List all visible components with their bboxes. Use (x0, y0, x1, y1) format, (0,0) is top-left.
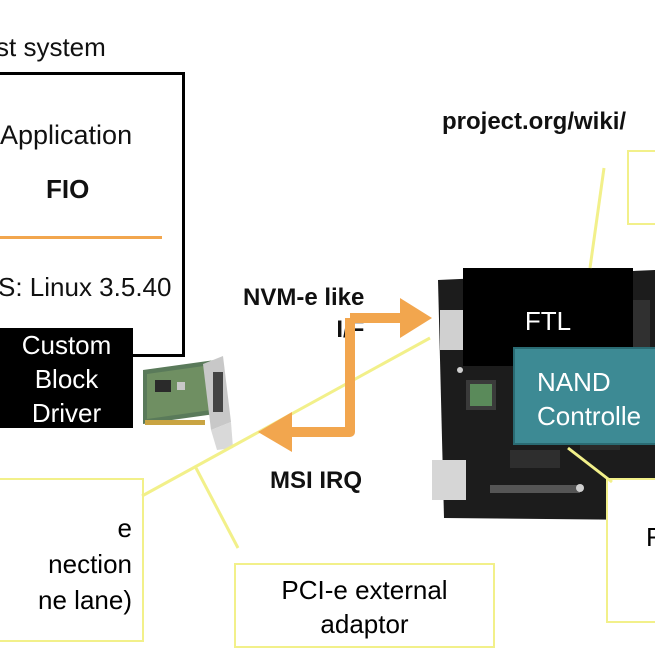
driver-line: Driver (31, 398, 102, 428)
nand-controller-block: NAND Controlle (513, 347, 655, 445)
connection-line: ne lane) (38, 585, 132, 615)
pointer-line-bottom (567, 446, 613, 484)
layer-divider (0, 236, 162, 239)
nvme-line: NVM-e like (243, 284, 365, 311)
nvme-interface-label: NVM-e like I/F (243, 282, 364, 346)
pcie-connection-callout: e nection ne lane) (0, 478, 144, 642)
application-label: Application (0, 120, 133, 150)
driver-line: Block (34, 364, 99, 394)
pcie-card-image (143, 356, 233, 450)
adaptor-line: adaptor (320, 609, 409, 639)
msi-irq-arrow (288, 318, 355, 437)
nvme-arrowhead (400, 298, 432, 338)
nand-line: NAND (537, 367, 611, 397)
bottom-right-callout: F (606, 478, 655, 623)
pointer-line-adaptor (194, 467, 240, 549)
custom-block-driver-box: Custom Block Driver (0, 328, 133, 428)
adaptor-line: PCI-e external (281, 575, 448, 605)
driver-line: Custom (21, 330, 112, 360)
msi-irq-label: MSI IRQ (270, 467, 363, 494)
host-system-title: st system (0, 32, 106, 62)
msi-arrowhead (258, 412, 292, 452)
project-url: project.org/wiki/ (442, 108, 627, 135)
nand-line: Controlle (537, 401, 642, 431)
pointer-line-top (588, 167, 606, 269)
top-right-callout (627, 150, 655, 225)
connection-line: e (117, 513, 132, 543)
os-label: S: Linux 3.5.40 (0, 272, 172, 302)
fio-label: FIO (46, 174, 90, 204)
pcie-adaptor-callout: PCI-e external adaptor (234, 563, 495, 648)
connection-line: nection (48, 549, 132, 579)
